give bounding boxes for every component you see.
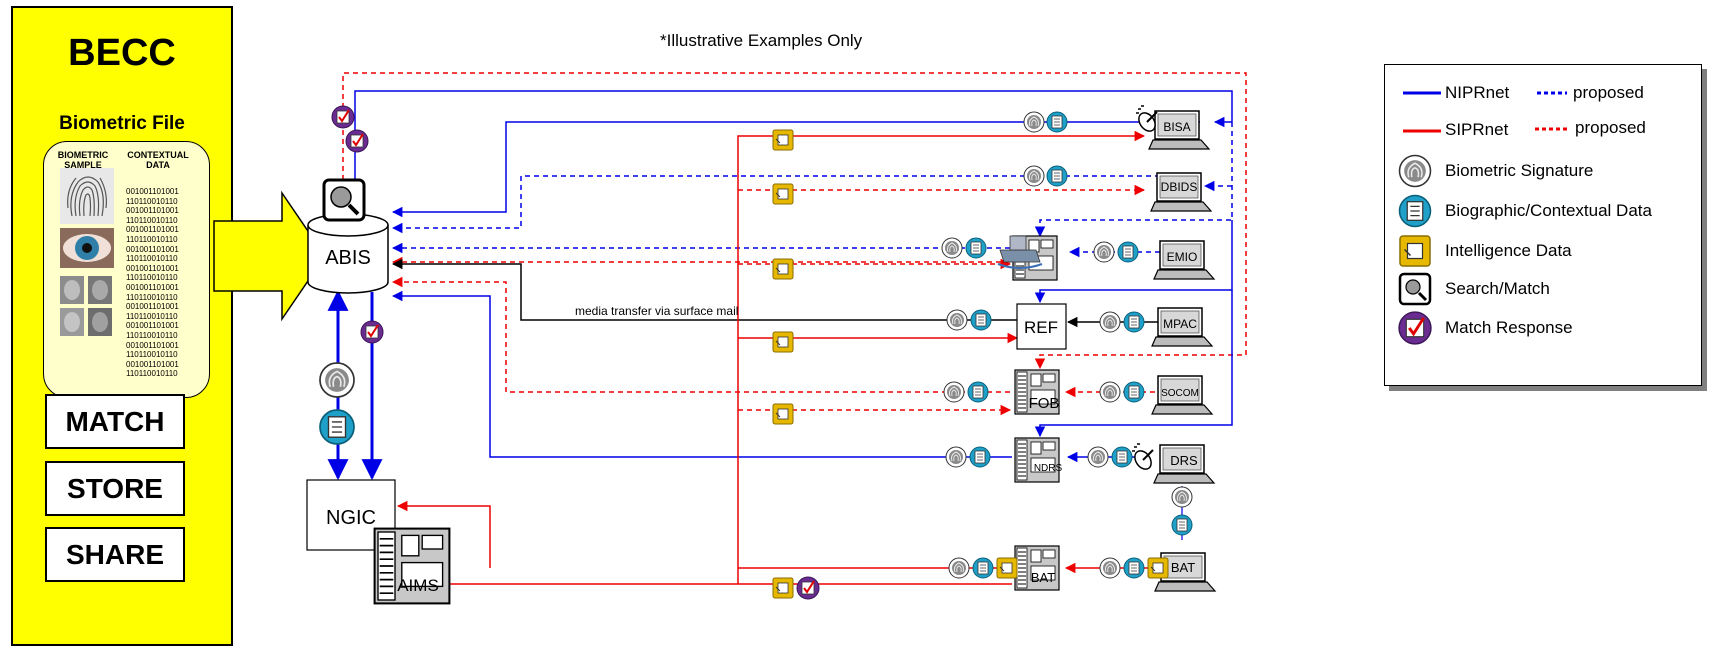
biographic-data-icon bbox=[1123, 557, 1145, 579]
abis-database[interactable]: ABIS bbox=[307, 213, 389, 294]
biometric-signature-icon bbox=[948, 557, 970, 579]
biographic-data-icon bbox=[970, 309, 992, 331]
biographic-data-icon bbox=[1117, 241, 1139, 263]
legend-match-response: Match Response bbox=[1445, 318, 1573, 337]
store-button[interactable]: STORE bbox=[45, 461, 185, 516]
biometric-signature-icon bbox=[1099, 381, 1121, 403]
satellite-dish-icon bbox=[1130, 443, 1156, 474]
biometric-signature-icon bbox=[1087, 446, 1109, 468]
legend-intelligence-data: Intelligence Data bbox=[1445, 241, 1572, 260]
intelligence-data-icon bbox=[772, 258, 794, 280]
intelligence-data-icon bbox=[1147, 557, 1169, 579]
legend-sipr-proposed: proposed bbox=[1575, 118, 1646, 137]
dbids-label: DBIDS bbox=[1161, 180, 1198, 194]
emio-label: EMIO bbox=[1167, 250, 1198, 264]
bat-laptop-label: BAT bbox=[1171, 560, 1195, 575]
biometric-file-title: Biometric File bbox=[59, 113, 185, 134]
legend-biographic-data: Biographic/Contextual Data bbox=[1445, 201, 1652, 220]
biographic-data-icon bbox=[1046, 165, 1068, 187]
biographic-data-icon bbox=[1171, 514, 1193, 536]
legend: NIPRnet proposed SIPRnet proposed Biomet… bbox=[1384, 64, 1702, 386]
face-sample-images bbox=[60, 276, 112, 336]
aims-label: AIMS bbox=[397, 576, 439, 595]
biometric-signature-icon bbox=[1099, 311, 1121, 333]
ngic-label: NGIC bbox=[326, 507, 376, 529]
mpac-label: MPAC bbox=[1163, 317, 1197, 331]
illustrative-note: *Illustrative Examples Only bbox=[660, 31, 863, 50]
becc-panel: BECC Biometric File BIOMETRIC SAMPLE CON… bbox=[11, 6, 233, 646]
intelligence-data-icon bbox=[772, 577, 794, 599]
emio-ship-server[interactable] bbox=[997, 235, 1058, 281]
biometric-signature-icon bbox=[319, 362, 355, 398]
legend-niprnet: NIPRnet bbox=[1445, 83, 1510, 102]
becc-title: BECC bbox=[68, 32, 176, 74]
fingerprint-sample-image bbox=[60, 168, 114, 224]
intelligence-data-icon bbox=[772, 403, 794, 425]
biographic-data-icon bbox=[1123, 311, 1145, 333]
biometric-signature-icon bbox=[945, 446, 967, 468]
biometric-file-card: BIOMETRIC SAMPLE CONTEXTUAL DATA bbox=[43, 141, 210, 398]
iris-sample-image bbox=[60, 228, 114, 268]
drs-label: DRS bbox=[1170, 453, 1198, 468]
match-response-icon bbox=[345, 129, 369, 153]
biometric-signature-icon bbox=[1093, 241, 1115, 263]
bisa-label: BISA bbox=[1163, 120, 1190, 134]
contextual-binary-data: 001001101001 110110010110 001001101001 1… bbox=[126, 187, 179, 379]
biographic-data-icon bbox=[1111, 446, 1133, 468]
becc-to-abis-arrow bbox=[213, 190, 326, 322]
legend-swatches bbox=[1397, 91, 1569, 346]
biometric-samples bbox=[60, 168, 114, 336]
ref-label: REF bbox=[1024, 318, 1058, 337]
legend-nipr-proposed: proposed bbox=[1573, 83, 1644, 102]
legend-siprnet: SIPRnet bbox=[1445, 120, 1509, 139]
intelligence-data-icon bbox=[772, 129, 794, 151]
intelligence-data-icon bbox=[996, 557, 1018, 579]
match-button[interactable]: MATCH bbox=[45, 394, 185, 449]
match-response-icon bbox=[331, 105, 355, 129]
ndrs-label: NDRS bbox=[1034, 463, 1063, 474]
biometric-signature-icon bbox=[1023, 111, 1045, 133]
biographic-data-icon bbox=[1123, 381, 1145, 403]
bat-server-label: BAT bbox=[1031, 570, 1055, 585]
biometric-signature-icon bbox=[1023, 165, 1045, 187]
biographic-data-icon bbox=[319, 409, 355, 445]
biometric-signature-icon bbox=[941, 237, 963, 259]
fob-label: FOB bbox=[1029, 395, 1060, 412]
biometric-signature-icon bbox=[1171, 486, 1193, 508]
biographic-data-icon bbox=[965, 237, 987, 259]
biometric-signature-icon bbox=[943, 381, 965, 403]
ndrs-server[interactable] bbox=[1014, 437, 1060, 483]
contextual-column-header: CONTEXTUAL DATA bbox=[127, 150, 189, 170]
media-transfer-label: media transfer via surface mail bbox=[575, 304, 738, 318]
ref-box[interactable]: REF bbox=[1016, 303, 1067, 350]
biometric-signature-icon bbox=[946, 309, 968, 331]
biometric-signature-icon bbox=[1099, 557, 1121, 579]
share-button[interactable]: SHARE bbox=[45, 527, 185, 582]
match-response-icon bbox=[796, 576, 820, 600]
legend-biometric-signature: Biometric Signature bbox=[1445, 161, 1594, 180]
biographic-data-icon bbox=[967, 381, 989, 403]
search-match-icon bbox=[322, 178, 366, 222]
abis-label: ABIS bbox=[325, 247, 371, 269]
sample-column-header: BIOMETRIC SAMPLE bbox=[57, 150, 109, 170]
intelligence-data-icon bbox=[772, 183, 794, 205]
socom-label: SOCOM bbox=[1161, 388, 1199, 399]
biographic-data-icon bbox=[969, 446, 991, 468]
match-response-icon bbox=[360, 320, 384, 344]
intelligence-data-icon bbox=[772, 331, 794, 353]
legend-search-match: Search/Match bbox=[1445, 279, 1550, 298]
biographic-data-icon bbox=[972, 557, 994, 579]
biographic-data-icon bbox=[1046, 111, 1068, 133]
